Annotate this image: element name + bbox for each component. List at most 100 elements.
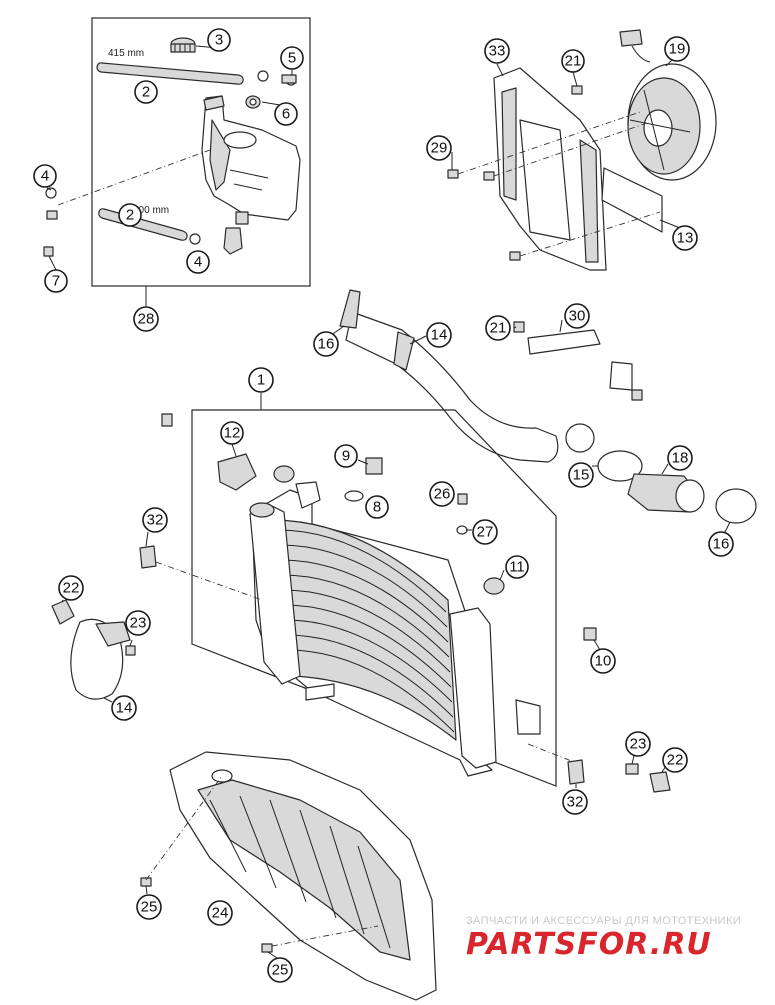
radiator-drawing (249, 481, 541, 777)
callout-14-hose: 14 (426, 322, 452, 348)
callout-28: 28 (133, 306, 159, 332)
svg-text:18: 18 (672, 450, 689, 467)
callout-23-right: 23 (625, 731, 651, 757)
callout-23-left: 23 (125, 610, 151, 636)
callout-2-bottom: 2 (118, 203, 142, 227)
callout-7: 7 (44, 269, 68, 293)
small-clamp-drawing (43, 187, 201, 257)
callout-25-top: 25 (136, 894, 162, 920)
callout-4-kit: 4 (186, 250, 210, 274)
svg-text:22: 22 (63, 580, 80, 597)
watermark-tagline: ЗАПЧАСТИ И АКСЕССУАРЫ ДЛЯ МОТОТЕХНИКИ (466, 915, 741, 927)
svg-text:1: 1 (257, 372, 265, 389)
hose-short-dimension: 200 mm (133, 205, 169, 216)
svg-text:29: 29 (431, 140, 448, 157)
callout-15: 15 (568, 462, 594, 488)
svg-text:14: 14 (116, 700, 133, 717)
svg-text:25: 25 (141, 899, 158, 916)
svg-text:16: 16 (713, 536, 730, 553)
svg-text:6: 6 (282, 106, 290, 123)
callout-4-left: 4 (33, 164, 57, 188)
callout-16-top: 16 (313, 331, 339, 357)
expansion-tank-drawing (201, 95, 301, 255)
fan-bracket-drawing (601, 167, 663, 233)
spacer-drawings-right (625, 763, 671, 793)
watermark-logo: PARTSFOR.RU (466, 927, 712, 962)
callout-32-left: 32 (142, 507, 168, 533)
callout-16-right: 16 (708, 531, 734, 557)
callout-22-left: 22 (58, 575, 84, 601)
tank-cap-drawing (170, 37, 196, 53)
svg-text:26: 26 (434, 486, 451, 503)
fan-shroud-drawing (493, 67, 607, 271)
svg-text:19: 19 (669, 41, 686, 58)
callout-11: 11 (505, 555, 529, 579)
svg-text:8: 8 (373, 499, 381, 516)
svg-text:23: 23 (630, 736, 647, 753)
callout-3: 3 (207, 28, 231, 52)
callout-8: 8 (365, 495, 389, 519)
guard-slats (209, 795, 391, 949)
guard-mount-axis-1 (145, 775, 223, 881)
callout-27: 27 (472, 519, 498, 545)
svg-text:4: 4 (41, 168, 49, 185)
guard-mount-axis-2 (271, 925, 379, 947)
svg-text:7: 7 (52, 273, 60, 290)
radiator-mount-axis-right (527, 743, 575, 763)
callout-19: 19 (664, 36, 690, 62)
svg-text:32: 32 (147, 512, 164, 529)
svg-text:23: 23 (130, 615, 147, 632)
svg-text:33: 33 (489, 43, 506, 60)
svg-text:4: 4 (194, 254, 202, 271)
side-cover-drawing (51, 599, 136, 700)
hose-clamp-drawing (257, 70, 297, 86)
kit-mount-axis (57, 149, 211, 206)
callout-13: 13 (672, 225, 698, 251)
lower-radiator-hose-drawing (597, 450, 757, 524)
callout-24: 24 (207, 900, 233, 926)
callout-33: 33 (484, 38, 510, 64)
radiator-fins (277, 529, 455, 733)
svg-text:5: 5 (288, 50, 296, 67)
svg-text:22: 22 (667, 752, 684, 769)
hose-long-dimension: 415 mm (108, 48, 144, 59)
radiator-kit-frame (191, 409, 557, 787)
mounting-clip-drawings (139, 545, 597, 785)
callout-30: 30 (564, 303, 590, 329)
callout-5: 5 (280, 46, 304, 70)
callout-1: 1 (248, 367, 274, 393)
callout-22-right: 22 (662, 747, 688, 773)
callout-26: 26 (429, 481, 455, 507)
svg-text:3: 3 (215, 32, 223, 49)
fan-mount-axis-1 (457, 111, 641, 175)
svg-text:9: 9 (342, 448, 350, 465)
svg-text:21: 21 (565, 53, 582, 70)
svg-text:21: 21 (490, 320, 507, 337)
svg-text:14: 14 (431, 327, 448, 344)
svg-text:25: 25 (272, 962, 289, 979)
fan-mount-axis-2 (493, 121, 651, 177)
bracket-drawing (513, 321, 643, 401)
callout-6: 6 (274, 102, 298, 126)
svg-text:30: 30 (569, 308, 586, 325)
radiator-mount-axis-left (155, 561, 263, 601)
fan-mount-axis-3 (519, 211, 661, 257)
callout-18: 18 (667, 445, 693, 471)
callout-21-top: 21 (561, 49, 585, 73)
grommet-drawing (245, 95, 261, 109)
svg-text:2: 2 (142, 84, 150, 101)
svg-text:24: 24 (212, 905, 229, 922)
svg-text:10: 10 (595, 653, 612, 670)
svg-text:13: 13 (677, 230, 694, 247)
callout-21-mid: 21 (485, 315, 511, 341)
callout-29: 29 (426, 135, 452, 161)
callout-9: 9 (334, 444, 358, 468)
svg-text:11: 11 (509, 559, 525, 576)
svg-text:16: 16 (318, 336, 335, 353)
svg-text:27: 27 (477, 524, 494, 541)
callout-2-top: 2 (134, 80, 158, 104)
svg-text:12: 12 (224, 425, 241, 442)
callout-10: 10 (590, 648, 616, 674)
callout-12: 12 (220, 421, 244, 445)
